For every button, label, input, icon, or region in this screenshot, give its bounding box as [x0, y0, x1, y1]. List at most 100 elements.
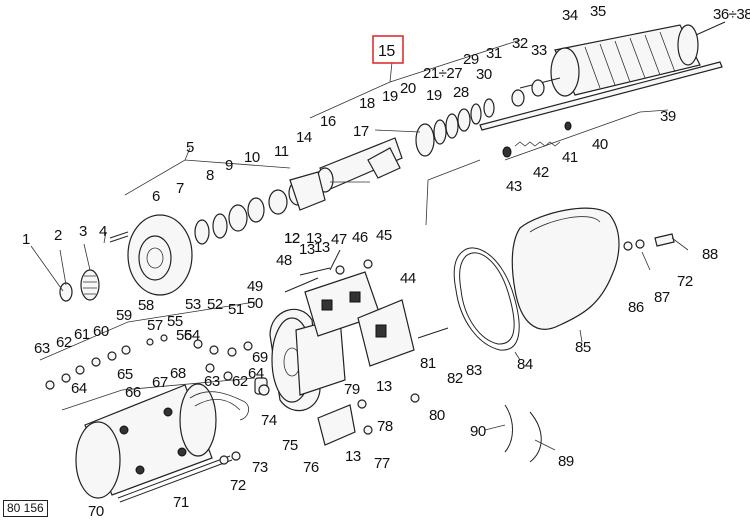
part-label-13d: 13 — [345, 448, 361, 465]
part-label-51: 51 — [228, 301, 244, 318]
part-label-10: 10 — [244, 149, 260, 166]
part-label-57: 57 — [147, 317, 163, 334]
part-label-53: 53 — [185, 296, 201, 313]
part-label-29: 29 — [463, 51, 479, 68]
part-label-5: 5 — [186, 139, 194, 156]
part-label-75: 75 — [282, 437, 298, 454]
part-label-36-38: 36÷38 — [713, 6, 750, 23]
part-label-67: 67 — [152, 374, 168, 391]
drive-end-rings — [194, 171, 326, 245]
document-code: 80 156 — [3, 500, 48, 517]
part-label-82: 82 — [447, 370, 463, 387]
part-label-30: 30 — [476, 66, 492, 83]
highlight-box — [372, 35, 404, 64]
part-label-86: 86 — [628, 299, 644, 316]
part-label-34: 34 — [562, 7, 578, 24]
part-label-81: 81 — [420, 355, 436, 372]
part-label-63b: 63 — [204, 373, 220, 390]
part-label-12b: 12 — [284, 230, 300, 247]
part-label-20: 20 — [400, 80, 416, 97]
part-label-8: 8 — [206, 167, 214, 184]
part-label-33: 33 — [531, 42, 547, 59]
part-label-60: 60 — [93, 323, 109, 340]
part-label-55: 55 — [167, 313, 183, 330]
brush-holder — [304, 271, 415, 367]
part-label-88: 88 — [702, 246, 718, 263]
part-label-28: 28 — [453, 84, 469, 101]
part-label-14: 14 — [296, 129, 312, 146]
commutator-end-plate — [254, 308, 346, 412]
part-label-59: 59 — [116, 307, 132, 324]
part-label-72: 72 — [677, 273, 693, 290]
part-label-78: 78 — [377, 418, 393, 435]
part-label-4: 4 — [99, 223, 107, 240]
part-label-31: 31 — [486, 45, 502, 62]
part-label-45: 45 — [376, 227, 392, 244]
brush-spring-row — [502, 121, 572, 158]
part-label-68: 68 — [170, 365, 186, 382]
part-label-2: 2 — [54, 227, 62, 244]
part-label-39: 39 — [660, 108, 676, 125]
part-label-56: 56 — [176, 327, 192, 344]
part-label-66: 66 — [125, 384, 141, 401]
part-label-41: 41 — [562, 149, 578, 166]
part-label-72b: 72 — [230, 477, 246, 494]
part-label-71: 71 — [173, 494, 189, 511]
part-label-32: 32 — [512, 35, 528, 52]
part-label-61: 61 — [74, 326, 90, 343]
part-label-40: 40 — [592, 136, 608, 153]
gasket — [453, 247, 520, 351]
part-label-42: 42 — [533, 164, 549, 181]
part-label-13c: 13 — [376, 378, 392, 395]
part-label-18: 18 — [359, 95, 375, 112]
part-label-13b: 13 — [314, 239, 330, 256]
part-label-90: 90 — [470, 423, 486, 440]
part-label-47: 47 — [331, 231, 347, 248]
part-label-46: 46 — [352, 229, 368, 246]
part-label-49: 49 — [247, 278, 263, 295]
part-label-43: 43 — [506, 178, 522, 195]
part-label-44: 44 — [400, 270, 416, 287]
part-label-74: 74 — [261, 412, 277, 429]
part-label-16: 16 — [320, 113, 336, 130]
part-label-64b: 64 — [248, 365, 264, 382]
part-label-50: 50 — [247, 295, 263, 312]
part-label-89: 89 — [558, 453, 574, 470]
part-label-6: 6 — [152, 188, 160, 205]
part-label-69: 69 — [252, 349, 268, 366]
part-label-19: 19 — [382, 88, 398, 105]
part-label-62b: 62 — [232, 373, 248, 390]
part-label-35: 35 — [590, 3, 606, 20]
part-label-1: 1 — [22, 231, 30, 248]
part-label-79: 79 — [344, 381, 360, 398]
part-number-labels: 1 2 3 4 5 6 7 8 9 10 11 12 13 14 16 17 1… — [22, 3, 750, 520]
yoke-housing — [75, 383, 233, 503]
retaining-clips — [504, 404, 542, 463]
armature-assembly — [479, 21, 726, 131]
part-label-3: 3 — [79, 223, 87, 240]
part-label-80: 80 — [429, 407, 445, 424]
pinion-drive-assembly — [316, 79, 545, 193]
part-label-65: 65 — [117, 366, 133, 383]
part-label-87: 87 — [654, 289, 670, 306]
leader-lines — [30, 39, 689, 451]
part-label-64: 64 — [71, 380, 87, 397]
part-label-21-27: 21÷27 — [423, 65, 462, 82]
part-label-58: 58 — [138, 297, 154, 314]
part-label-17: 17 — [353, 123, 369, 140]
part-label-52: 52 — [207, 296, 223, 313]
part-label-11: 11 — [274, 143, 289, 160]
part-label-62: 62 — [56, 334, 72, 351]
part-label-70: 70 — [88, 503, 104, 520]
part-label-76: 76 — [303, 459, 319, 476]
part-label-7: 7 — [176, 180, 184, 197]
part-label-85: 85 — [575, 339, 591, 356]
part-label-63: 63 — [34, 340, 50, 357]
part-label-13: 13 — [306, 230, 322, 247]
part-label-77: 77 — [374, 455, 390, 472]
brush-block — [317, 404, 356, 446]
part-label-9: 9 — [225, 157, 233, 174]
small-hardware — [45, 233, 675, 465]
part-label-12: 12 — [284, 230, 300, 247]
part-label-48: 48 — [276, 252, 292, 269]
